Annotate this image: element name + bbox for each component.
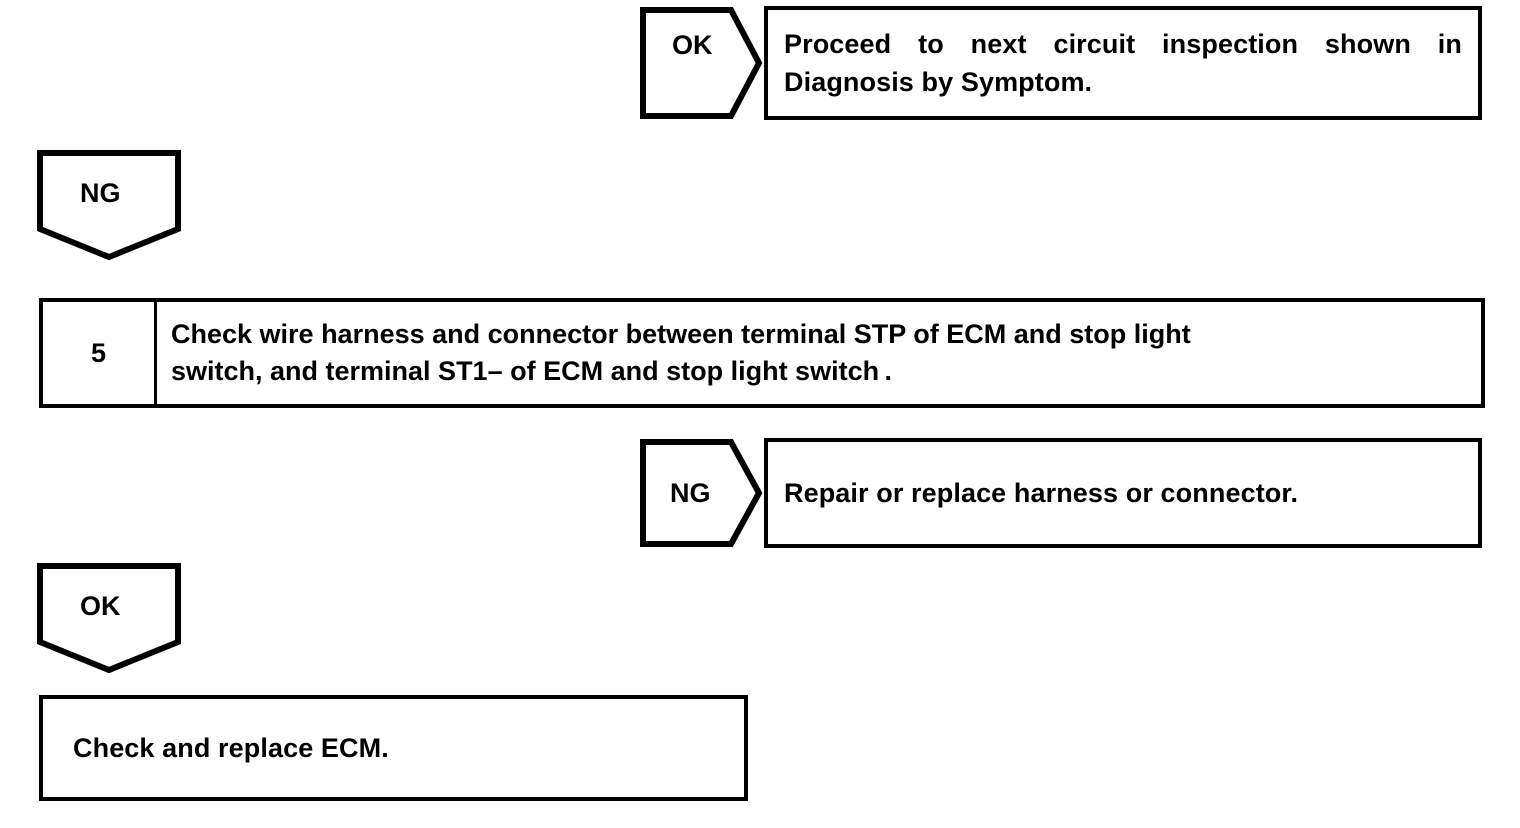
check-replace-ecm-text: Check and replace ECM. <box>73 733 389 763</box>
ng-arrow-mid <box>639 438 763 548</box>
ok-arrow-down-left <box>36 562 182 674</box>
proceed-line-1: Proceed to next circuit inspection shown… <box>784 29 1462 59</box>
step-5-line-2: switch, and terminal ST1– of ECM and sto… <box>171 356 892 386</box>
ng-arrow-down-left <box>36 149 182 261</box>
step-5-line-1: Check wire harness and connector between… <box>171 319 1191 349</box>
proceed-line-2: Diagnosis by Symptom. <box>784 67 1093 97</box>
check-replace-ecm-box: Check and replace ECM. <box>39 695 748 801</box>
step-5-number: 5 <box>43 302 157 404</box>
ok-arrow-top <box>639 6 763 120</box>
proceed-next-inspection-text: Proceed to next circuit inspection shown… <box>768 25 1478 101</box>
repair-replace-harness-text: Repair or replace harness or connector. <box>784 478 1299 508</box>
step-5-text: Check wire harness and connector between… <box>171 316 1191 390</box>
step-5-body: Check wire harness and connector between… <box>157 302 1481 404</box>
proceed-next-inspection-box: Proceed to next circuit inspection shown… <box>764 6 1482 120</box>
repair-replace-harness-box: Repair or replace harness or connector. <box>764 438 1482 548</box>
step-5-box: 5 Check wire harness and connector betwe… <box>39 298 1485 408</box>
